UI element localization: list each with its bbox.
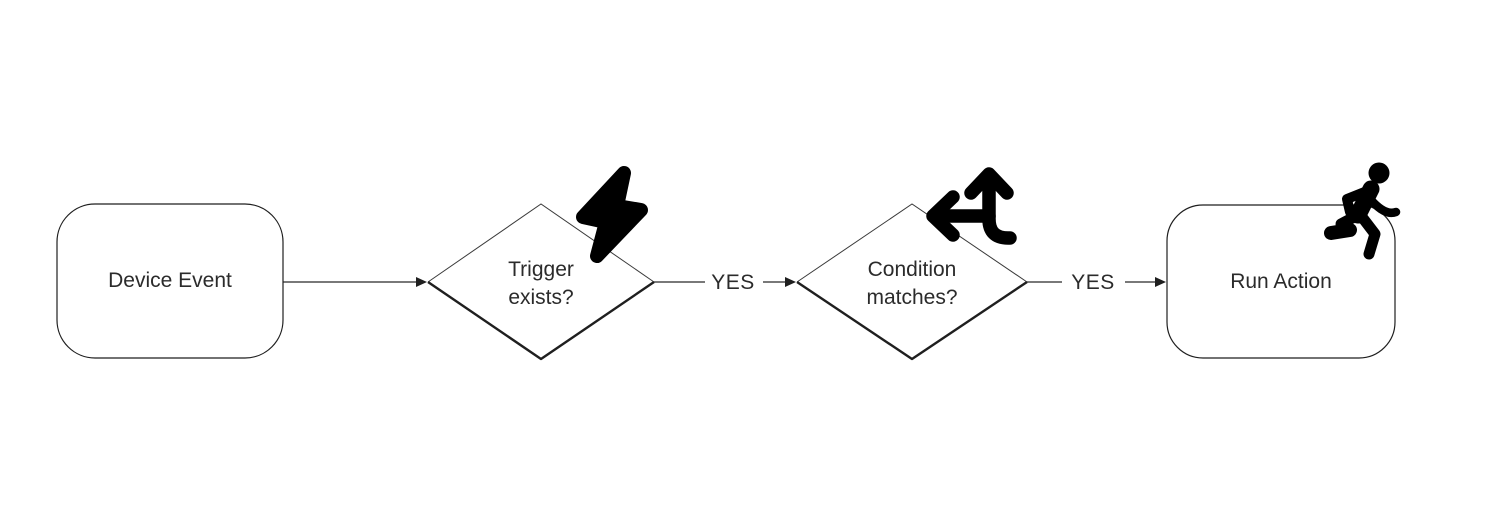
lightning-bolt-icon (576, 166, 648, 263)
edge-condition-matches-to-run-action (1027, 277, 1166, 287)
arrows-split-up-left-icon (926, 167, 1017, 245)
node-trigger-exists (427, 203, 655, 361)
edge-trigger-exists-to-condition-matches (654, 277, 796, 287)
node-device-event (56, 203, 284, 359)
node-condition-matches (796, 203, 1028, 361)
person-running-icon (1324, 162, 1401, 260)
node-run-action (1166, 204, 1396, 359)
edge-device-event-to-trigger-exists (283, 277, 427, 287)
